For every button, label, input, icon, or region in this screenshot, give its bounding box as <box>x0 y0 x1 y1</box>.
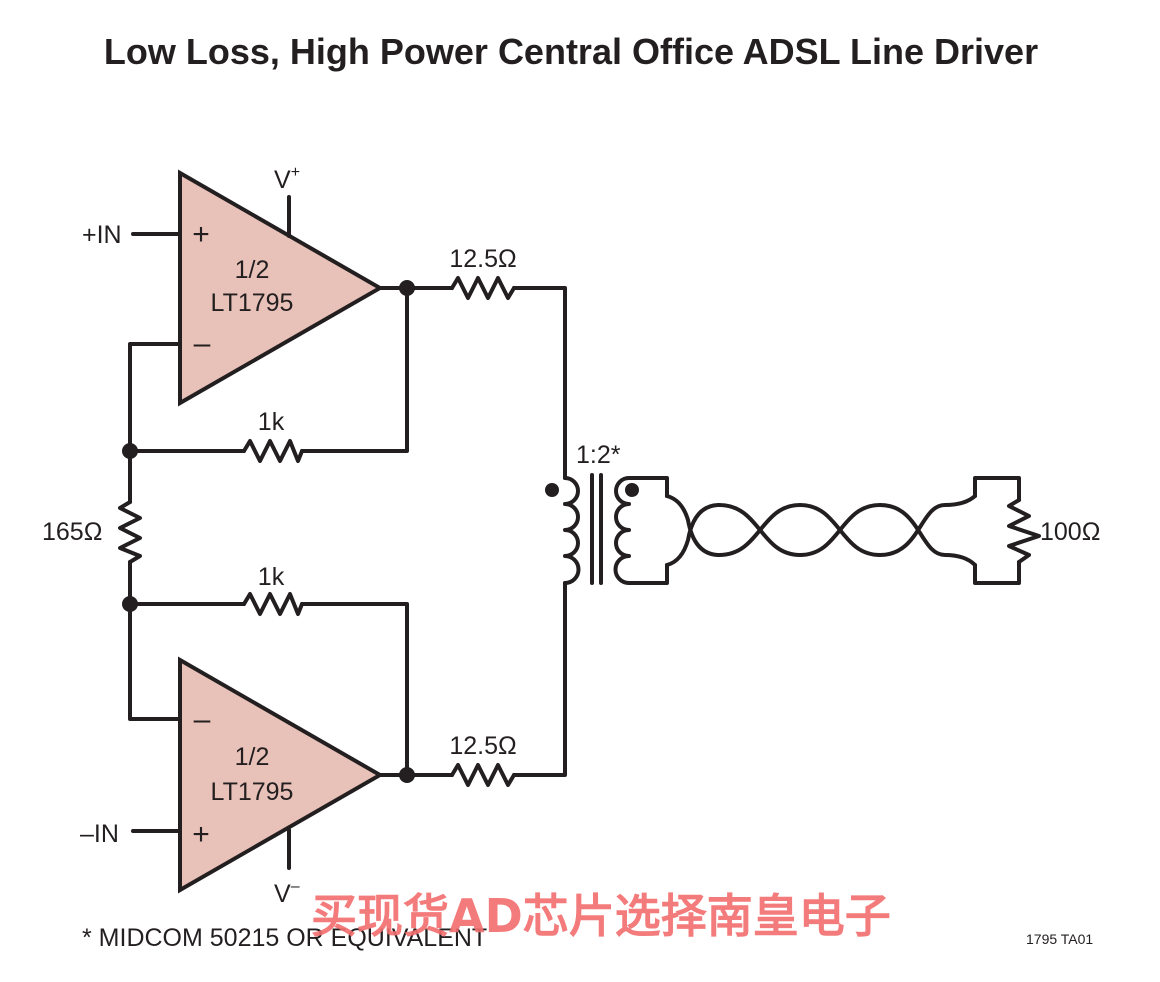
transformer-secondary-dot <box>625 483 639 497</box>
op-amp-bottom-minus-sign: – <box>194 703 211 736</box>
bottom-output-node <box>399 767 415 783</box>
resistor-source-bottom-label: 12.5Ω <box>449 732 516 760</box>
op-amp-top-minus-sign: – <box>194 327 211 360</box>
watermark-text: 买现货AD芯片选择南皇电子 <box>311 889 891 943</box>
op-amp-top <box>178 169 385 407</box>
resistor-feedback-top <box>242 439 304 463</box>
resistor-load <box>1007 498 1041 564</box>
transformer-primary-coil <box>563 476 581 585</box>
op-amp-bottom-label-line2: LT1795 <box>211 778 294 806</box>
resistor-feedback-bottom-label: 1k <box>258 563 285 591</box>
resistor-source-top-label: 12.5Ω <box>449 245 516 273</box>
footnote: * MIDCOM 50215 OR EQUIVALENT <box>82 924 487 952</box>
transformer-primary-dot <box>545 483 559 497</box>
bottom-line-wire <box>512 581 567 777</box>
top-line-wire <box>512 286 567 480</box>
input-minus-label: –IN <box>80 820 119 848</box>
page-title: Low Loss, High Power Central Office ADSL… <box>104 31 1038 72</box>
op-amp-top-plus-sign: + <box>192 218 210 251</box>
figure-id: 1795 TA01 <box>1026 931 1093 947</box>
resistor-gain <box>118 500 142 564</box>
resistor-load-label: 100Ω <box>1040 518 1100 546</box>
top-feedback-wire <box>300 286 409 453</box>
resistor-feedback-top-label: 1k <box>258 408 285 436</box>
vplus-label: V+ <box>274 164 300 194</box>
op-amp-top-label-line2: LT1795 <box>211 289 294 317</box>
op-amp-bottom-plus-sign: + <box>192 818 210 851</box>
secondary-bottom-lead <box>627 563 669 585</box>
op-amp-top-label-line1: 1/2 <box>235 256 270 284</box>
top-inverting-input-wire <box>128 342 182 453</box>
bottom-inverting-input-wire <box>128 602 182 721</box>
transformer-ratio-label: 1:2* <box>576 441 621 469</box>
resistor-feedback-bottom <box>242 592 304 616</box>
input-plus-label: +IN <box>82 221 122 249</box>
resistor-source-bottom <box>450 763 516 787</box>
op-amp-bottom-label-line1: 1/2 <box>235 743 270 771</box>
load-top-lead <box>973 476 1021 502</box>
transformer-secondary-coil <box>613 476 631 585</box>
vminus-label: V– <box>274 878 300 908</box>
load-bottom-lead <box>973 560 1021 585</box>
twisted-pair-line <box>665 494 977 567</box>
op-amp-bottom <box>178 656 385 894</box>
resistor-source-top <box>450 276 516 300</box>
secondary-top-lead <box>627 476 669 498</box>
bottom-feedback-wire <box>300 602 409 777</box>
resistor-gain-label: 165Ω <box>42 518 102 546</box>
